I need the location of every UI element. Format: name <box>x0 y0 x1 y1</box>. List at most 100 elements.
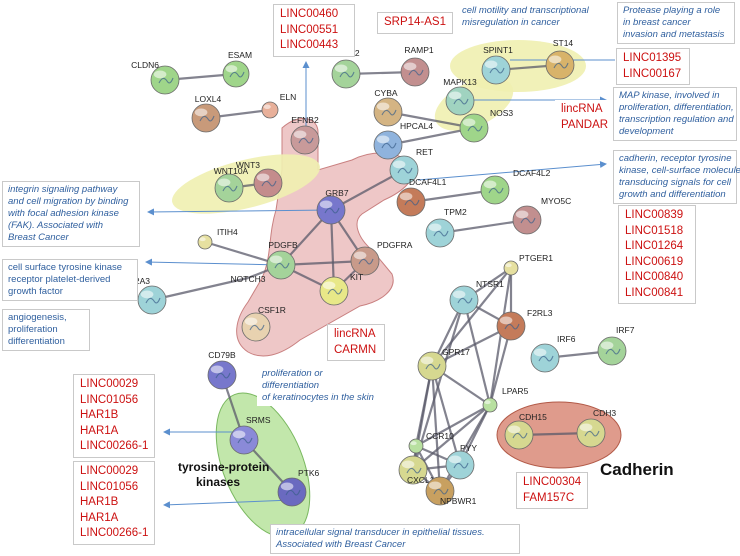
protein-node-ramp1[interactable]: RAMP1 <box>400 45 434 87</box>
protein-node-gpr17[interactable]: GPR17 <box>417 347 470 381</box>
node-structure <box>339 71 355 78</box>
protein-node-dcaf4l1[interactable]: DCAF4L1 <box>396 177 447 217</box>
note-pdgf: cell surface tyrosine kinase receptor pl… <box>2 259 138 301</box>
node-label: PYY <box>460 443 477 453</box>
node-highlight <box>548 55 562 64</box>
note-signal-transducer: intracellular signal transducer in epith… <box>270 524 520 554</box>
protein-node-itih4[interactable]: ITIH4 <box>197 227 238 250</box>
protein-node-ptger1[interactable]: PTGER1 <box>503 253 553 276</box>
node-structure <box>158 77 174 84</box>
interaction-edge <box>488 267 513 406</box>
protein-node-esam[interactable]: ESAM <box>222 50 252 88</box>
protein-node-irf7[interactable]: IRF7 <box>597 325 635 366</box>
node-structure <box>404 199 420 206</box>
node-sphere <box>222 60 250 88</box>
protein-node-cdh3[interactable]: CDH3 <box>576 408 616 448</box>
interaction-edge <box>439 218 528 235</box>
protein-node-mapk13[interactable]: MAPK13 <box>443 77 477 116</box>
node-sphere <box>214 173 244 203</box>
node-highlight <box>428 481 442 490</box>
node-sphere <box>253 168 283 198</box>
protein-node-spint1[interactable]: SPINT1 <box>481 45 513 85</box>
protein-node-cldn6[interactable]: CLDN6 <box>131 60 180 95</box>
lincrna-box-left-2: LINC00029 LINC01056 HAR1B HAR1A LINC0026… <box>73 461 155 545</box>
note-line: kinase, cell-surface molecule <box>619 165 740 176</box>
protein-node-nos3[interactable]: NOS3 <box>459 108 513 143</box>
node-label: NOS3 <box>490 108 513 118</box>
node-structure <box>408 69 424 76</box>
node-label: ESAM <box>228 50 252 60</box>
protein-node-loxl4[interactable]: LOXL4 <box>191 94 222 133</box>
protein-node-wnt10a[interactable]: WNT10A <box>214 166 249 203</box>
node-highlight <box>334 64 348 73</box>
node-sphere <box>576 418 606 448</box>
protein-node-cxcl16[interactable]: CXCL16 <box>398 455 439 485</box>
protein-node-dcaf4l2[interactable]: DCAF4L2 <box>480 168 551 205</box>
protein-node-kit[interactable]: KIT <box>319 272 363 306</box>
lincrna-label: LINC00029 <box>80 378 139 390</box>
protein-node-tpm2[interactable]: TPM2 <box>425 207 467 248</box>
lincrna-label: LINC00266-1 <box>80 527 149 539</box>
protein-node-myo5c[interactable]: MYO5C <box>512 196 571 235</box>
note-line: Breast Cancer <box>8 232 69 243</box>
node-sphere <box>408 438 424 454</box>
node-structure <box>298 137 314 144</box>
node-highlight <box>600 341 614 350</box>
lincrna-label: FAM157C <box>523 491 575 504</box>
interaction-edge <box>415 404 491 447</box>
protein-node-irf6[interactable]: IRF6 <box>530 334 576 373</box>
protein-node-notch3[interactable]: NOTCH3 <box>231 274 266 284</box>
protein-node-cyba[interactable]: CYBA <box>373 88 403 127</box>
node-sphere <box>266 250 296 280</box>
node-sphere <box>373 130 403 160</box>
node-highlight <box>452 290 466 299</box>
node-structure <box>222 185 238 192</box>
protein-node-ntsr1[interactable]: NTSR1 <box>449 279 504 315</box>
node-label: RAMP1 <box>404 45 434 55</box>
node-highlight <box>293 130 307 139</box>
protein-node-ptk6[interactable]: PTK6 <box>277 468 320 507</box>
protein-node-wnt3[interactable]: WNT3 <box>236 160 283 198</box>
protein-node-npbwr1[interactable]: NPBWR1 <box>425 476 477 506</box>
node-label: CLDN6 <box>131 60 159 70</box>
node-sphere <box>373 97 403 127</box>
protein-node-pdgfra[interactable]: PDGFRA <box>350 240 413 276</box>
node-label: PTGER1 <box>519 253 553 263</box>
protein-node-pdgfb[interactable]: PDGFB <box>266 240 298 280</box>
protein-node-f2rl3[interactable]: F2RL3 <box>496 308 553 341</box>
note-line: MAP kinase, involved in <box>619 90 720 101</box>
node-label: GPR17 <box>442 347 470 357</box>
protein-node-hpcal4[interactable]: HPCAL4 <box>373 121 433 160</box>
note-line: proliferation <box>8 324 58 335</box>
node-sphere <box>229 425 259 455</box>
node-label: KIT <box>350 272 363 282</box>
node-highlight <box>399 192 413 201</box>
lincrna-box-right-top: LINC01395 LINC00167 <box>616 48 690 85</box>
node-sphere <box>482 397 498 413</box>
protein-node-cd79b[interactable]: CD79B <box>207 350 237 390</box>
node-structure <box>358 258 374 265</box>
note-line: intracellular signal transducer in epith… <box>276 527 485 538</box>
protein-node-st14[interactable]: ST14 <box>545 38 575 80</box>
protein-node-eln[interactable]: ELN <box>261 92 296 119</box>
cadherin-region <box>496 401 622 469</box>
protein-node-efnb2[interactable]: EFNB2 <box>290 115 320 155</box>
node-structure <box>397 167 413 174</box>
node-label: RET <box>416 147 433 157</box>
protein-node-lpar5[interactable]: LPAR5 <box>482 386 529 413</box>
protein-node-grb7[interactable]: GRB7 <box>316 188 349 225</box>
node-label: CDH15 <box>519 412 547 422</box>
note-line: Associated with Breast Cancer <box>276 539 406 550</box>
note-line: Protease playing a role <box>623 5 721 16</box>
group-label-line: tyrosine-protein <box>178 460 270 474</box>
protein-node-ret[interactable]: RET <box>389 147 433 185</box>
protein-node-cdh15[interactable]: CDH15 <box>504 412 547 450</box>
protein-node-csf1r[interactable]: CSF1R <box>241 305 286 342</box>
protein-node-pyy[interactable]: PYY <box>445 443 477 480</box>
node-sphere <box>449 285 479 315</box>
node-label: PDGFRA <box>377 240 413 250</box>
protein-node-srms[interactable]: SRMS <box>229 415 271 455</box>
node-label: IRF6 <box>557 334 576 344</box>
protein-node-ccr10[interactable]: CCR10 <box>408 431 454 454</box>
lincrna-label: SRP14-AS1 <box>384 16 447 28</box>
